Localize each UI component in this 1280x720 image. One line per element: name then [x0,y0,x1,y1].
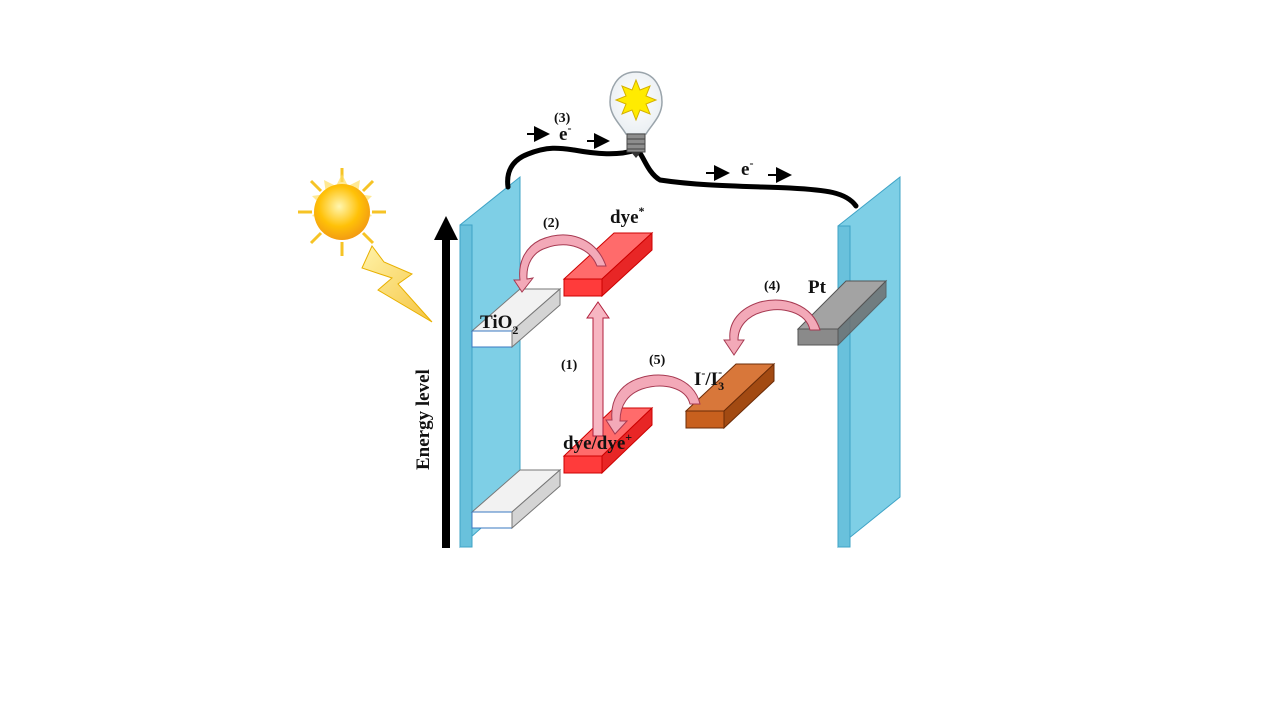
dye-ground-level [562,406,654,475]
step-4-label: (4) [764,279,781,294]
step-2-label: (2) [543,216,560,231]
electron-label-right: e- [741,156,753,180]
electron-label-left: e- [559,121,571,145]
counter-electrode [837,175,901,549]
light-bulb-icon [609,71,663,158]
reduction-arrow [723,299,821,356]
redox-couple-level [684,362,776,430]
tio2-label: TiO2 [480,312,518,337]
tio2-valence-band [470,468,562,530]
dye-regeneration-arrow [605,374,701,435]
photoanode-electrode [459,175,521,549]
redox-couple-label: I-/I3- [694,365,724,393]
dye-excited-level [562,231,654,298]
step-1-label: (1) [561,358,578,373]
dye-ground-label: dye/dye+ [563,430,632,454]
external-circuit-wire [505,145,859,209]
step-5-label: (5) [649,353,666,368]
energy-axis-label: Energy level [413,369,434,470]
excitation-arrow [586,301,610,437]
pt-label: Pt [808,277,827,298]
injection-arrow [513,234,607,293]
sun-icon [298,168,386,256]
step-3-label: (3) [554,111,571,126]
platinum-catalyst [796,279,888,347]
dye-excited-label: dye* [610,204,645,228]
lightning-bolt-icon [361,245,433,323]
energy-axis [434,216,458,548]
tio2-conduction-band [470,287,562,349]
